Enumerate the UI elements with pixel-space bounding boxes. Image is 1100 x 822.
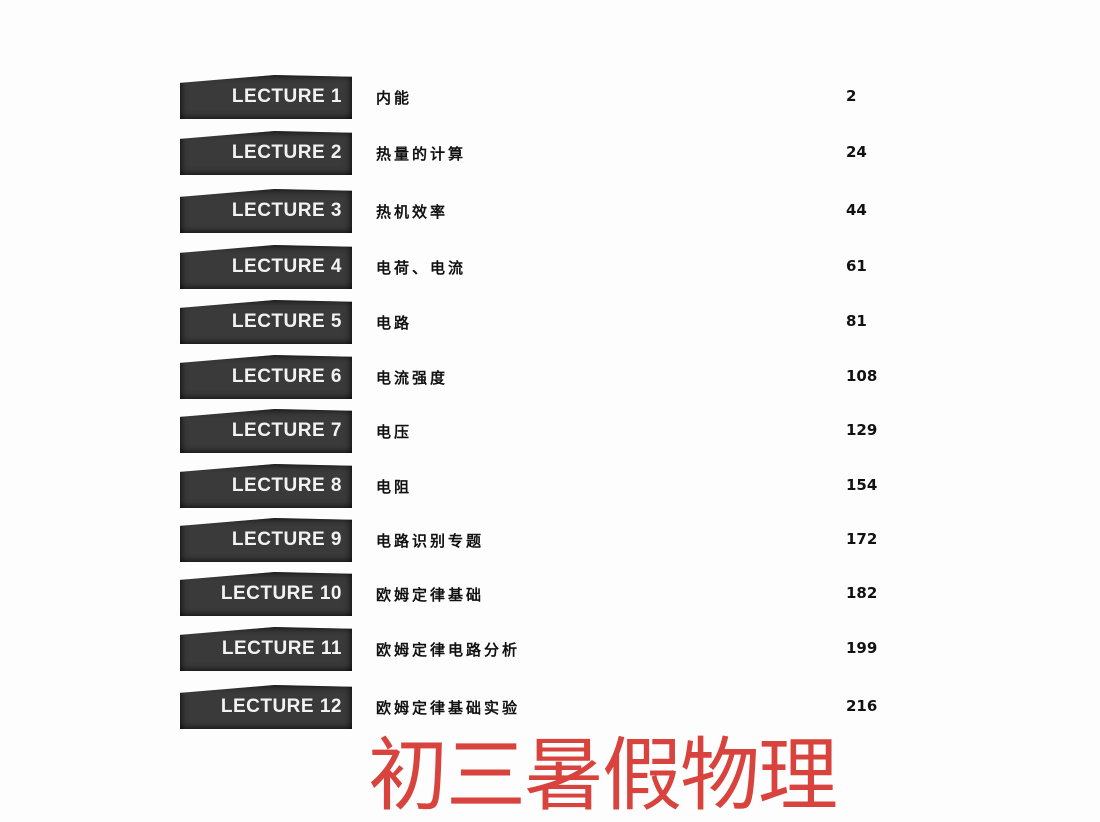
toc-entry[interactable]: LECTURE 12 欧姆定律基础实验 216 (0, 685, 1100, 731)
lecture-title: 热量的计算 (376, 145, 467, 163)
lecture-title: 电阻 (376, 478, 413, 496)
lecture-title: 电压 (376, 423, 413, 441)
lecture-label: LECTURE 3 (180, 189, 352, 233)
toc-entry[interactable]: LECTURE 9 电路识别专题 172 (0, 518, 1100, 564)
lecture-label: LECTURE 6 (180, 355, 352, 399)
page-number: 108 (846, 367, 878, 385)
page-number: 199 (846, 639, 878, 657)
page-number: 129 (846, 421, 878, 439)
watermark-text: 初三暑假物理 (368, 729, 838, 822)
toc-entry[interactable]: LECTURE 5 电路 81 (0, 300, 1100, 346)
lecture-label: LECTURE 11 (180, 627, 352, 671)
page-number: 182 (846, 584, 878, 602)
lecture-title: 欧姆定律基础实验 (376, 699, 521, 717)
toc-entry[interactable]: LECTURE 3 热机效率 44 (0, 189, 1100, 235)
lecture-label: LECTURE 8 (180, 464, 352, 508)
lecture-title: 电荷、电流 (376, 259, 467, 277)
lecture-label: LECTURE 5 (180, 300, 352, 344)
lecture-label: LECTURE 7 (180, 409, 352, 453)
toc-entry[interactable]: LECTURE 8 电阻 154 (0, 464, 1100, 510)
lecture-label: LECTURE 10 (180, 572, 352, 616)
toc-entry[interactable]: LECTURE 1 内能 2 (0, 75, 1100, 121)
lecture-label: LECTURE 9 (180, 518, 352, 562)
toc-entry[interactable]: LECTURE 2 热量的计算 24 (0, 131, 1100, 177)
page-number: 24 (846, 143, 867, 161)
lecture-title: 欧姆定律电路分析 (376, 641, 521, 659)
toc-entry[interactable]: LECTURE 4 电荷、电流 61 (0, 245, 1100, 291)
page-number: 172 (846, 530, 878, 548)
lecture-title: 热机效率 (376, 203, 449, 221)
lecture-label: LECTURE 2 (180, 131, 352, 175)
lecture-title: 电流强度 (376, 369, 449, 387)
toc-entry[interactable]: LECTURE 7 电压 129 (0, 409, 1100, 455)
lecture-title: 欧姆定律基础 (376, 586, 485, 604)
lecture-label: LECTURE 4 (180, 245, 352, 289)
page-number: 216 (846, 697, 878, 715)
page-number: 61 (846, 257, 867, 275)
page-number: 2 (846, 87, 857, 105)
lecture-title: 电路识别专题 (376, 532, 485, 550)
lecture-label: LECTURE 12 (180, 685, 352, 729)
page-number: 44 (846, 201, 867, 219)
lecture-title: 内能 (376, 89, 413, 107)
toc-entry[interactable]: LECTURE 10 欧姆定律基础 182 (0, 572, 1100, 618)
page-number: 154 (846, 476, 878, 494)
toc-entry[interactable]: LECTURE 11 欧姆定律电路分析 199 (0, 627, 1100, 673)
lecture-label: LECTURE 1 (180, 75, 352, 119)
lecture-title: 电路 (376, 314, 413, 332)
toc-entry[interactable]: LECTURE 6 电流强度 108 (0, 355, 1100, 401)
page-number: 81 (846, 312, 867, 330)
